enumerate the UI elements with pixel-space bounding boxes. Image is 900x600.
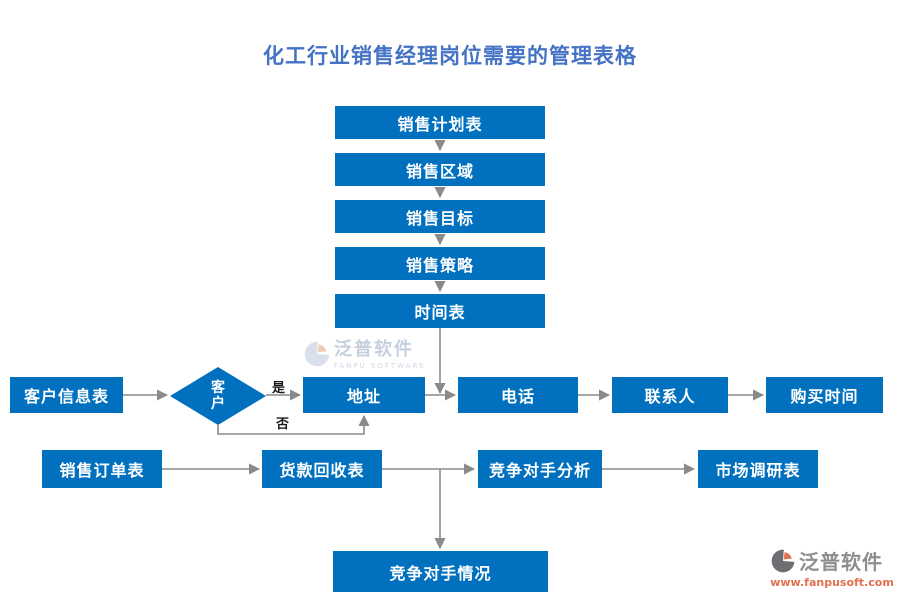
watermark-corner: 泛普软件 www.fanpusoft.com (770, 546, 894, 589)
branch-label-no: 否 (276, 417, 290, 432)
node-payment-collection-table: 货款回收表 (262, 450, 382, 488)
page-title: 化工行业销售经理岗位需要的管理表格 (263, 44, 637, 68)
node-market-research-table: 市场调研表 (698, 450, 818, 488)
node-sales-target: 销售目标 (335, 200, 545, 233)
node-sales-strategy: 销售策略 (335, 247, 545, 280)
watermark-center-subtitle: FANPU SOFTWARE (334, 361, 426, 370)
fanpu-logo-icon (304, 341, 330, 367)
watermark-corner-brand: 泛普软件 (799, 550, 883, 574)
fanpu-logo-icon (771, 549, 795, 572)
watermark-center: 泛普软件 FANPU SOFTWARE (303, 340, 426, 370)
branch-label-yes: 是 (272, 381, 286, 396)
node-competitor-situation: 竞争对手情况 (333, 551, 548, 592)
watermark-center-brand: 泛普软件 (334, 339, 414, 360)
node-address: 地址 (303, 377, 425, 413)
node-contact-person: 联系人 (612, 377, 728, 413)
node-sales-plan-table: 销售计划表 (335, 106, 545, 139)
node-sales-order-table: 销售订单表 (42, 450, 162, 488)
node-competitor-analysis: 竞争对手分析 (478, 450, 602, 488)
decision-customer-label: 客户 (211, 379, 225, 412)
watermark-center-text: 泛普软件 FANPU SOFTWARE (334, 340, 426, 370)
watermark-corner-url: www.fanpusoft.com (770, 576, 894, 589)
node-purchase-time: 购买时间 (766, 377, 883, 413)
node-schedule: 时间表 (335, 294, 545, 328)
node-customer-info-table: 客户信息表 (10, 377, 123, 413)
node-sales-region: 销售区域 (335, 153, 545, 186)
node-phone: 电话 (458, 377, 578, 413)
